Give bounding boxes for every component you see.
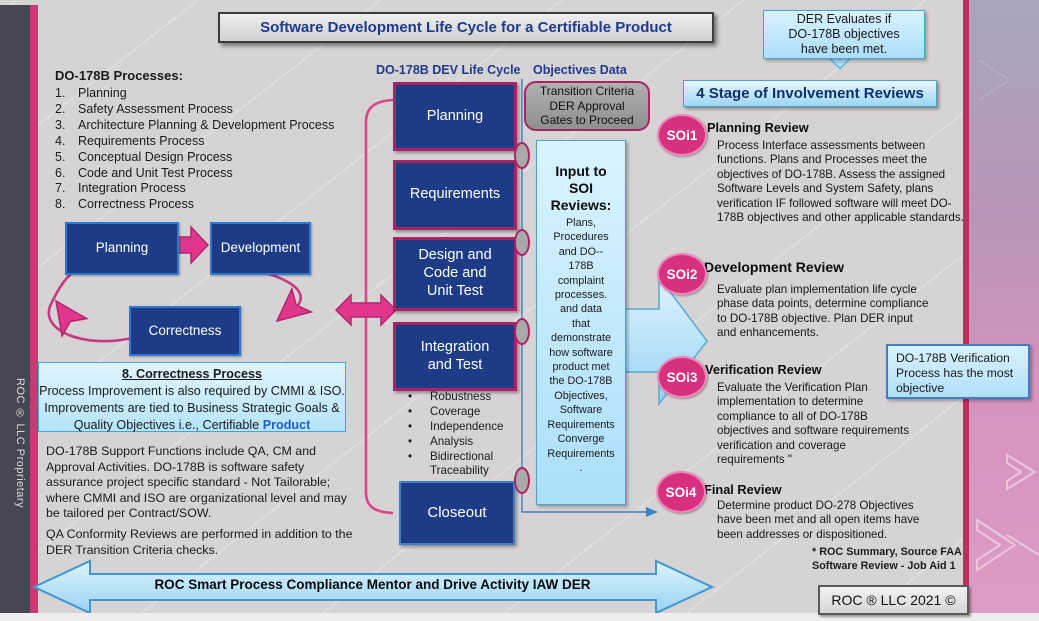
process-item: 2. Safety Assessment Process (55, 102, 365, 118)
dev-cycle-bracket (364, 98, 394, 515)
gate-ellipse-2 (514, 229, 530, 256)
process-num: 7. (55, 181, 66, 196)
process-num: 1. (55, 86, 66, 100)
gate-ellipse-1 (514, 142, 530, 169)
process-label: Conceptual Design Process (78, 149, 233, 164)
bullet-item: Bidirectional Traceability (408, 450, 512, 479)
planning-development-arrow (176, 225, 210, 265)
process-label: Correctness Process (78, 197, 195, 212)
correctness-note-title: 8. Correctness Process (121, 367, 262, 381)
process-label: Architecture Planning & Development Proc… (78, 117, 335, 132)
left-rail-magenta-strip (30, 5, 38, 621)
lifecycle-box-requirements: Requirements (393, 160, 517, 230)
loop-arc-right (261, 270, 303, 318)
soi4-body: Determine product DO-278 Objectives have… (717, 499, 920, 541)
input-soi-box: Input to SOI Reviews: Plans, Procedures … (536, 140, 626, 505)
soi2-title: Development Review (704, 259, 845, 275)
loop-arc-left (47, 272, 133, 343)
objectives-data-header: Objectives Data (533, 63, 627, 77)
copyright-box: ROC ® LLC 2021 © (818, 585, 969, 615)
correctness-note-highlight: Product (262, 418, 311, 432)
qa-conformity-text: QA Conformity Reviews are performed in a… (46, 527, 353, 557)
process-item: 3. Architecture Planning & Development Pr… (55, 118, 365, 134)
process-item: 7. Integration Process (55, 181, 365, 197)
input-soi-body: Plans, Procedures and DO-- 178B complain… (547, 217, 615, 474)
correctness-note-box: 8. Correctness Process Process Improveme… (38, 362, 346, 432)
transition-criteria-box: Transition Criteria DER Approval Gates t… (524, 81, 650, 131)
soi3-body: Evaluate the Verification Plan implement… (717, 381, 910, 467)
process-item: 6. Code and Unit Test Process (55, 166, 365, 182)
lifecycle-box-planning: Planning (393, 82, 517, 151)
support-functions-text: DO-178B Support Functions include QA, CM… (46, 444, 347, 520)
page-title: Software Development Life Cycle for a Ce… (260, 19, 672, 36)
right-rail (969, 0, 1039, 614)
correctness-note-body: Process Improvement is also required by … (39, 384, 345, 432)
bullet-item: Analysis (408, 435, 512, 450)
lifecycle-box-integration-test: Integration and Test (393, 322, 517, 391)
loop-arrowhead-left (54, 299, 89, 338)
flow-box-correctness: Correctness (129, 306, 241, 356)
process-num: 5. (55, 149, 66, 164)
process-item: 4. Requirements Process (55, 134, 365, 150)
right-rail-magenta-strip (963, 0, 969, 614)
process-label: Requirements Process (78, 133, 205, 148)
soi2-badge: SOi2 (657, 253, 707, 295)
process-item: 1. Planning (55, 86, 365, 102)
soi4-title: Final Review (704, 482, 782, 497)
input-soi-title: Input to SOI Reviews: (550, 163, 612, 213)
process-item: 8. Correctness Process (55, 197, 365, 213)
verification-note-box: DO-178B Verification Process has the mos… (886, 344, 1030, 399)
bottom-edge-strip (0, 613, 1039, 621)
dev-lifecycle-header: DO-178B DEV Life Cycle (376, 63, 521, 77)
processes-heading: DO-178B Processes: (55, 68, 183, 83)
processes-list: 1. Planning 2. Safety Assessment Process 3… (55, 86, 365, 213)
source-note: * ROC Summary, Source FAA Software Revie… (812, 546, 962, 572)
soi4-badge: SOi4 (656, 471, 706, 513)
process-label: Safety Assessment Process (78, 101, 233, 116)
soi1-body: Process Interface assessments between fu… (717, 139, 964, 225)
process-num: 6. (55, 165, 66, 180)
bullet-item: Robustness (408, 390, 512, 405)
soi3-title: Verification Review (705, 362, 822, 377)
flow-box-planning: Planning (65, 222, 179, 275)
lifecycle-box-design-code-unit-test: Design and Code and Unit Test (393, 237, 517, 311)
proprietary-vertical-text: ROC ® LLC Proprietary (14, 378, 26, 509)
process-item: 5. Conceptual Design Process (55, 150, 365, 166)
gate-ellipse-4 (514, 467, 530, 494)
der-callout: DER Evaluates if DO-178B objectives have… (763, 10, 925, 59)
title-bar: Software Development Life Cycle for a Ce… (218, 12, 714, 43)
process-label: Code and Unit Test Process (78, 165, 233, 180)
process-num: 2. (55, 101, 66, 116)
bullet-item: Coverage (408, 405, 512, 420)
flow-box-development: Development (210, 222, 311, 275)
stage-reviews-header: 4 Stage of Involvement Reviews (683, 80, 937, 107)
soi3-badge: SOi3 (657, 356, 707, 398)
soi1-title: Planning Review (707, 120, 809, 135)
left-rail (0, 5, 30, 621)
gate-ellipse-3 (514, 318, 530, 345)
lifecycle-box-closeout: Closeout (399, 481, 515, 545)
chevron-watermark-icon (976, 59, 1039, 572)
process-label: Planning (78, 86, 127, 100)
process-num: 8. (55, 197, 66, 212)
bullet-item: Independence (408, 420, 512, 435)
loop-arrowhead-right (275, 286, 314, 323)
process-num: 3. (55, 117, 66, 132)
verification-bullets: Robustness Coverage Independence Analysi… (408, 390, 512, 479)
soi1-badge: SOi1 (657, 114, 707, 156)
objectives-line-arrowhead (646, 507, 658, 517)
process-label: Integration Process (78, 181, 186, 196)
process-num: 4. (55, 133, 66, 148)
soi2-body: Evaluate plan implementation life cycle … (717, 283, 929, 340)
flow-link-double-arrow (334, 293, 398, 327)
bottom-arrow-label: ROC Smart Process Compliance Mentor and … (154, 577, 591, 592)
